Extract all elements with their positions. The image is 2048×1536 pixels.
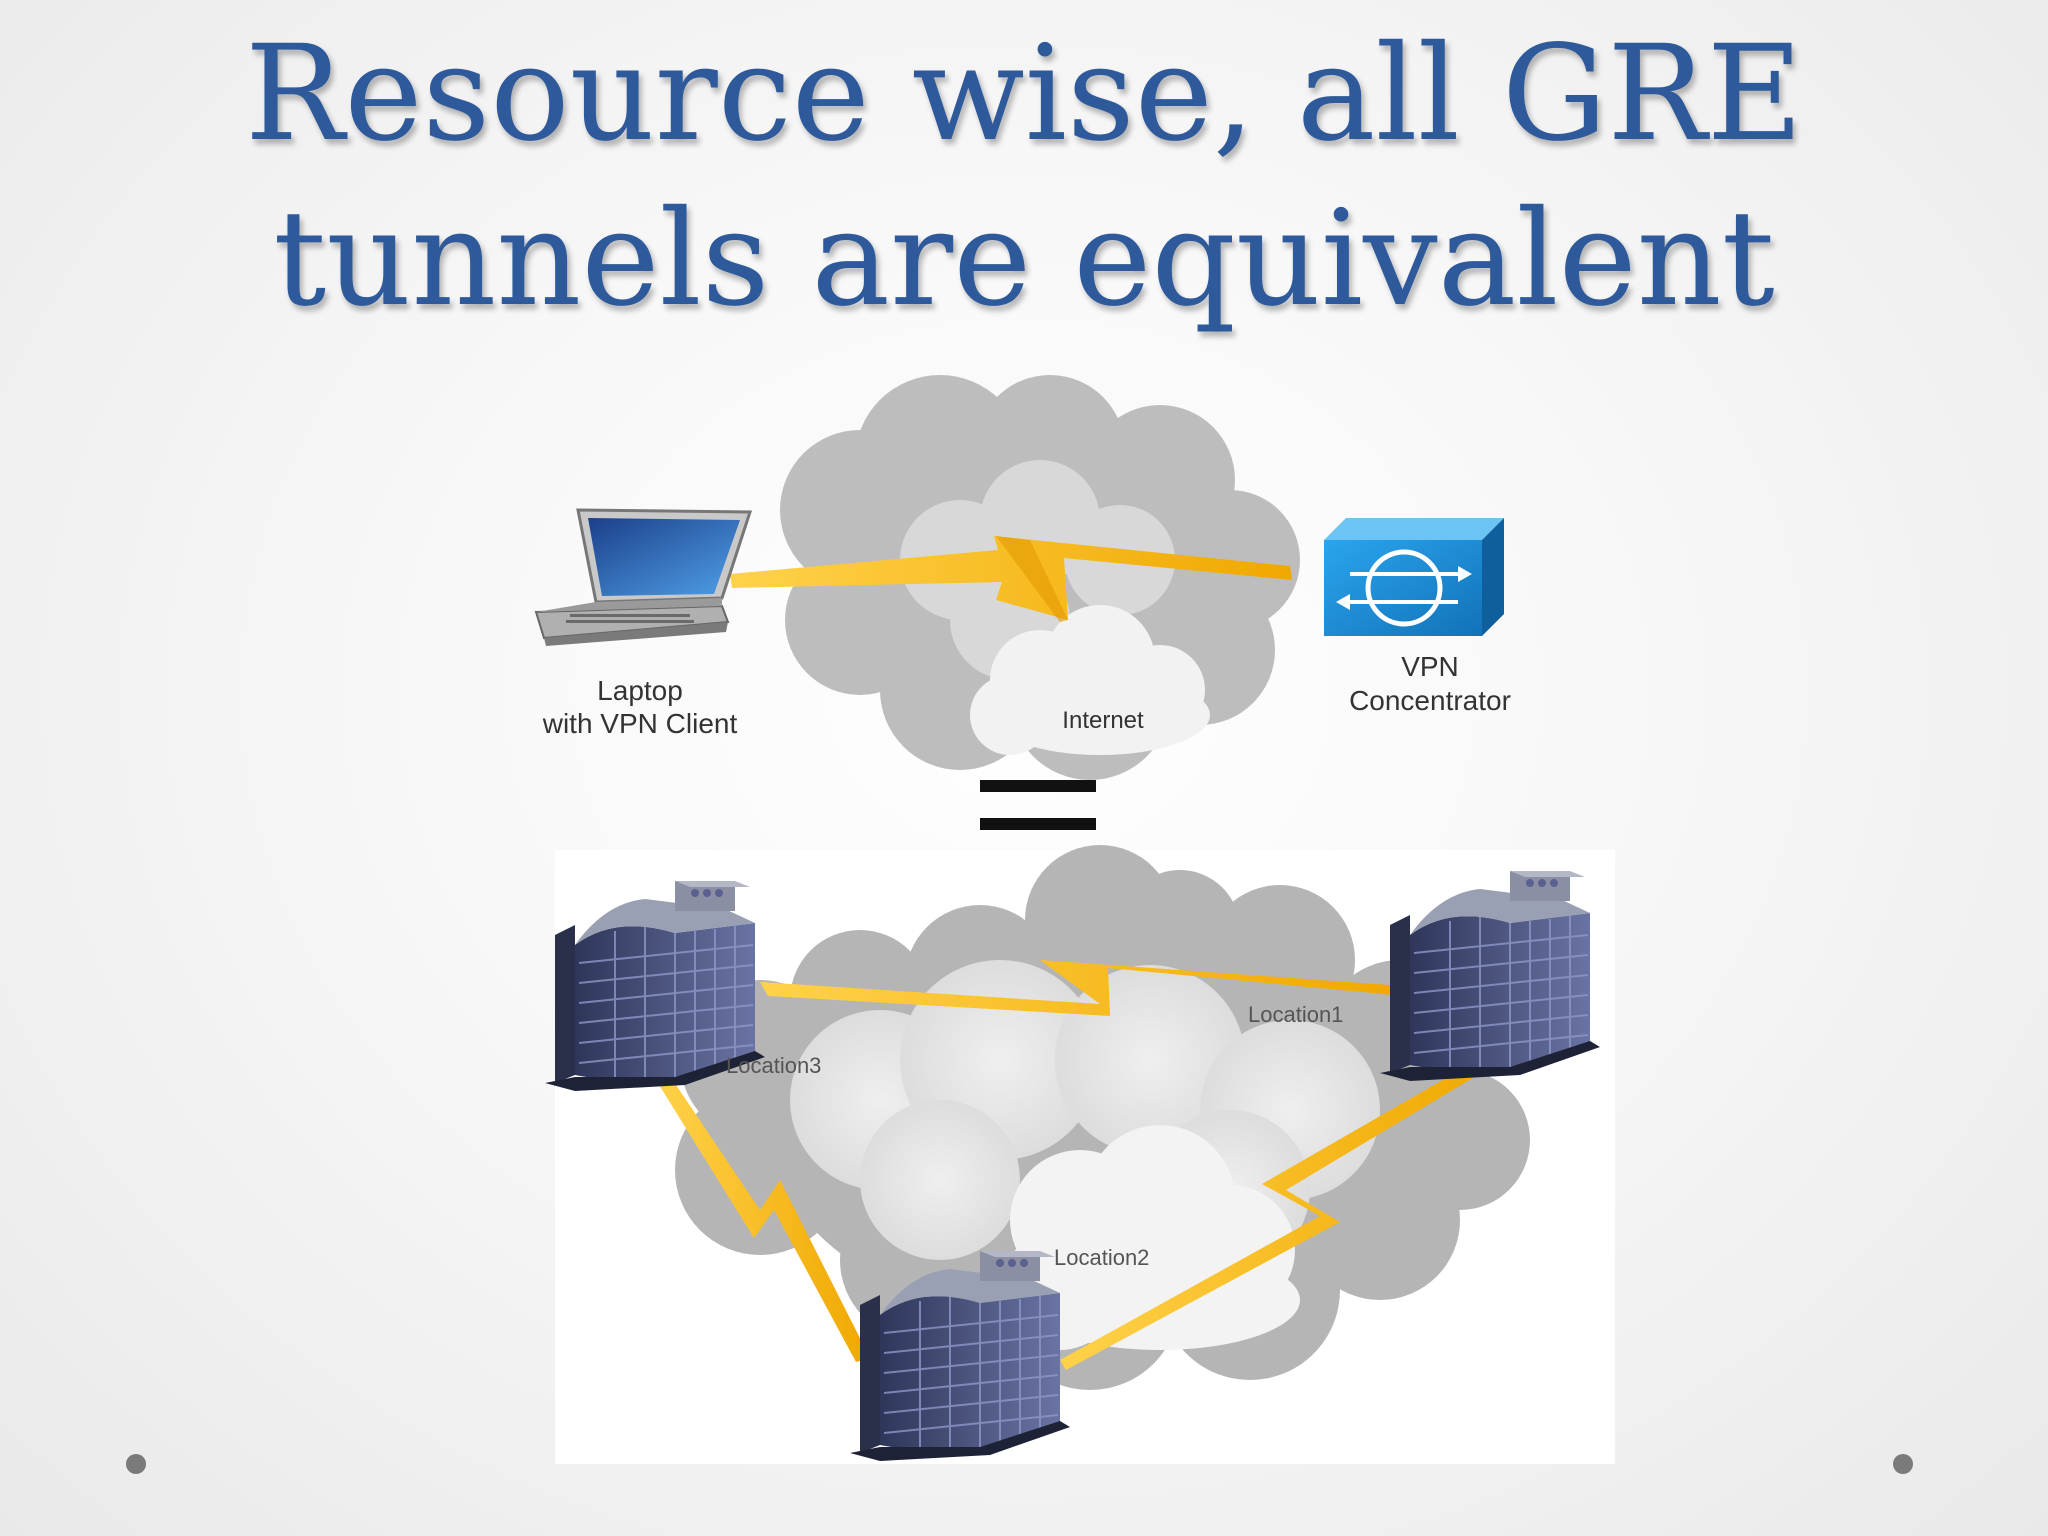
laptop-label-line-1: Laptop xyxy=(597,675,683,706)
location2-label: Location2 xyxy=(1054,1245,1149,1270)
vpn-label-line-1: VPN xyxy=(1401,651,1459,682)
equals-sign-icon xyxy=(980,780,1096,830)
location1-label: Location1 xyxy=(1248,1002,1343,1027)
vpn-label-line-2: Concentrator xyxy=(1349,685,1511,716)
location3-label: Location3 xyxy=(726,1053,821,1078)
laptop-label-line-2: with VPN Client xyxy=(542,708,738,739)
left-bullet-dot xyxy=(126,1454,146,1474)
internet-label: Internet xyxy=(1062,707,1144,734)
right-bullet-dot xyxy=(1893,1454,1913,1474)
vpn-concentrator-icon xyxy=(1324,518,1504,636)
laptop-icon xyxy=(536,510,750,646)
